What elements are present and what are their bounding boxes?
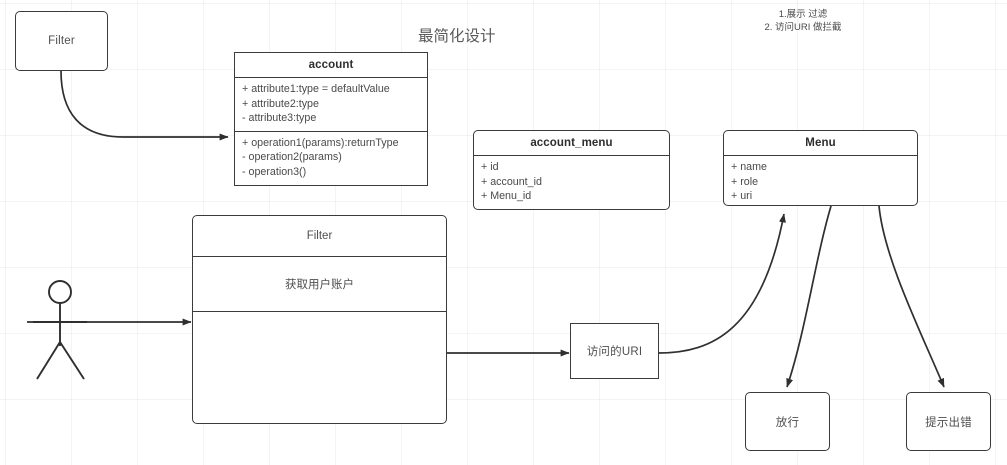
edge-filter-to-account (60, 70, 229, 141)
filter-activity-step-2 (193, 311, 446, 423)
node-filter-small-label: Filter (48, 35, 75, 47)
node-visited-uri-label: 访问的URI (586, 346, 643, 358)
account-menu-attribute: + account_id (481, 175, 542, 188)
edge-menu-to-allow (786, 205, 832, 388)
account-attribute: + attribute2:type (242, 97, 319, 110)
menu-class-attributes: + name + role + uri (724, 156, 917, 209)
requirements-note: 1.展示 过滤 2. 访问URI 做拦截 (738, 8, 868, 34)
note-line-1: 1.展示 过滤 (778, 9, 828, 20)
node-allow-label: 放行 (775, 416, 800, 429)
account-attribute: - attribute3:type (242, 112, 317, 125)
node-filter-small[interactable]: Filter (15, 11, 108, 71)
menu-attribute: + name (731, 161, 767, 173)
actor-figure (33, 280, 87, 380)
account-operation: - operation2(params) (242, 151, 342, 164)
account-class-operations: + operation1(params):returnType - operat… (235, 130, 427, 185)
edge-uri-to-menu (658, 213, 786, 354)
account-operation: - operation3() (242, 165, 307, 178)
node-account-menu-class[interactable]: account_menu + id + account_id + Menu_id (473, 130, 670, 210)
account-class-attributes: + attribute1:type = defaultValue + attri… (235, 78, 427, 131)
menu-attribute: + role (731, 175, 759, 188)
node-account-class[interactable]: account + attribute1:type = defaultValue… (234, 52, 428, 186)
account-menu-class-attributes: + id + account_id + Menu_id (474, 156, 669, 209)
account-menu-attribute: + Menu_id (481, 190, 532, 203)
node-filter-activity[interactable]: Filter 获取用户账户 (192, 215, 447, 424)
account-menu-attribute: + id (481, 161, 499, 173)
filter-activity-step-1: 获取用户账户 (193, 256, 446, 311)
account-operation: + operation1(params):returnType (242, 136, 399, 149)
filter-activity-title: Filter (306, 230, 333, 242)
menu-attribute: + uri (731, 190, 753, 203)
node-allow[interactable]: 放行 (745, 392, 830, 451)
account-attribute: + attribute1:type = defaultValue (242, 83, 390, 95)
page-title: 最简化设计 (418, 28, 496, 45)
menu-class-title: Menu (724, 131, 917, 156)
note-line-2: 2. 访问URI 做拦截 (764, 22, 842, 33)
account-menu-class-title: account_menu (474, 131, 669, 156)
node-error[interactable]: 提示出错 (906, 392, 991, 451)
node-error-label: 提示出错 (925, 416, 972, 429)
node-visited-uri[interactable]: 访问的URI (570, 323, 659, 379)
account-class-title: account (235, 53, 427, 78)
node-menu-class[interactable]: Menu + name + role + uri (723, 130, 918, 206)
edge-menu-to-error (878, 205, 945, 388)
